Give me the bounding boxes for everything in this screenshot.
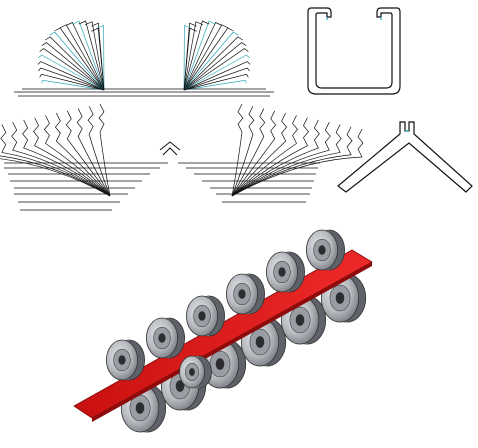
flower-pass-line bbox=[76, 108, 111, 197]
flower-pass-line bbox=[183, 79, 247, 91]
flower-pass-line bbox=[231, 122, 331, 197]
flower-pass-line bbox=[11, 122, 111, 197]
flower-pass-line bbox=[85, 21, 105, 91]
flower-pass-line bbox=[0, 124, 111, 197]
flower-pass-line bbox=[78, 20, 105, 91]
flower-pass-line bbox=[183, 73, 249, 91]
flower-pass-line bbox=[33, 117, 111, 197]
upper-rolls bbox=[106, 229, 345, 389]
channel-flower-right-fan bbox=[183, 20, 251, 91]
flower-pass-line bbox=[38, 54, 105, 91]
flower-pass-line bbox=[231, 108, 266, 197]
flower-pass-line bbox=[65, 110, 111, 197]
roll-forming-line-illustration bbox=[73, 229, 373, 433]
upper-roll bbox=[185, 295, 225, 337]
flower-pass-line bbox=[91, 27, 105, 91]
flower-pass-line bbox=[231, 106, 255, 197]
flower-pass-line bbox=[231, 117, 309, 197]
channel-flower-base bbox=[14, 88, 274, 97]
flower-pass-line bbox=[45, 36, 105, 91]
upper-roll bbox=[106, 339, 146, 381]
upper-roll bbox=[225, 273, 265, 315]
flower-pass-line bbox=[41, 79, 105, 91]
flower-pass-line bbox=[39, 48, 105, 91]
flower-pass-line bbox=[183, 24, 192, 91]
flower-pass-line bbox=[87, 106, 111, 197]
flower-pass-line bbox=[183, 24, 229, 91]
flower-pass-line bbox=[39, 73, 105, 91]
flower-pass-line bbox=[183, 22, 223, 91]
upper-roll bbox=[145, 317, 185, 359]
angle-flower-right-fan bbox=[231, 103, 364, 197]
flower-pass-line bbox=[37, 61, 105, 91]
side-roll bbox=[179, 355, 212, 389]
angle-flower-left-fan bbox=[0, 103, 111, 197]
upper-roll bbox=[265, 251, 305, 293]
flower-pass-line bbox=[231, 103, 244, 197]
flower-pass-line bbox=[72, 20, 105, 91]
flower-pass-line bbox=[59, 24, 105, 91]
flower-pass-line bbox=[183, 31, 239, 91]
flower-pass-line bbox=[22, 119, 111, 197]
flower-pass-line bbox=[231, 119, 320, 197]
flower-pass-line bbox=[183, 20, 210, 91]
flower-pass-line bbox=[183, 67, 250, 91]
flower-pass-line bbox=[41, 42, 105, 91]
channel-flower-left-fan bbox=[37, 20, 105, 91]
upper-roll bbox=[305, 229, 345, 271]
flower-pass-line bbox=[231, 110, 277, 197]
channel-profile-diagram bbox=[307, 7, 401, 95]
flower-pass-line bbox=[183, 61, 251, 91]
channel-flower-diagram bbox=[14, 20, 274, 97]
angle-flower-strips bbox=[4, 162, 320, 211]
flower-pass-line bbox=[38, 67, 105, 91]
flower-pass-line bbox=[98, 103, 111, 197]
angle-flower-apex bbox=[159, 141, 181, 156]
flower-pass-line bbox=[183, 48, 249, 91]
flower-pass-line bbox=[96, 24, 105, 91]
flower-pass-line bbox=[231, 115, 299, 197]
steel-strip bbox=[73, 249, 373, 419]
flower-pass-line bbox=[183, 20, 216, 91]
flower-pass-line bbox=[231, 126, 353, 197]
flower-pass-line bbox=[54, 112, 111, 197]
flower-pass-line bbox=[0, 155, 111, 197]
flower-pass-line bbox=[231, 124, 342, 197]
flower-pass-line bbox=[231, 112, 288, 197]
flower-pass-line bbox=[183, 21, 203, 91]
flower-pass-line bbox=[183, 42, 247, 91]
flower-pass-line bbox=[43, 115, 111, 197]
flower-pass-line bbox=[183, 36, 243, 91]
flower-pass-line bbox=[49, 31, 105, 91]
flower-pass-line bbox=[65, 22, 105, 91]
flower-pass-line bbox=[183, 27, 197, 91]
flower-pass-line bbox=[183, 54, 250, 91]
angle-flower-diagram bbox=[0, 103, 364, 211]
angle-profile-diagram bbox=[337, 121, 473, 193]
